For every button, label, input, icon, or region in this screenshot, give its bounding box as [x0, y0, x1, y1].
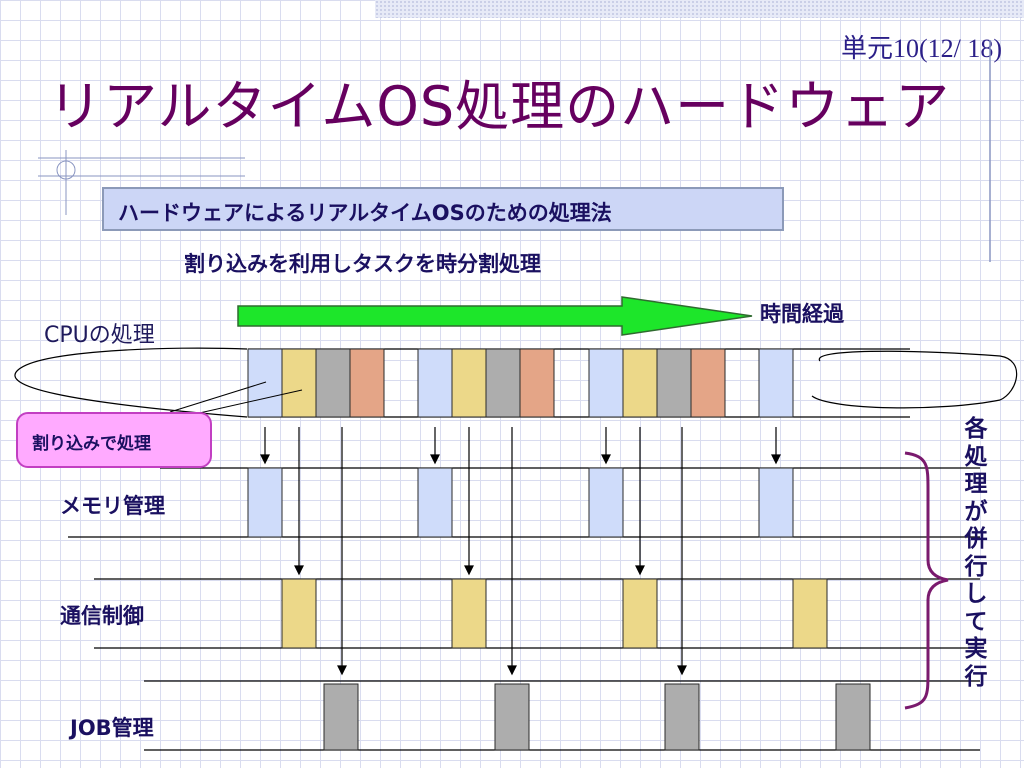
job-block	[494, 683, 530, 751]
cpu-slice-comm	[622, 348, 658, 418]
memory-lane	[68, 467, 980, 538]
arrowhead	[294, 565, 304, 576]
comm-lane	[94, 578, 980, 649]
arrowhead	[771, 454, 781, 465]
arrowhead	[601, 454, 611, 465]
comm-block	[622, 578, 658, 649]
cpu-slice-job	[485, 348, 521, 418]
callout-pointers	[169, 381, 303, 415]
cpu-slice-other	[690, 348, 726, 418]
job-block	[323, 683, 359, 751]
comm-block	[451, 578, 487, 649]
arrowhead	[464, 565, 474, 576]
arrowhead	[430, 454, 440, 465]
arrowhead	[260, 454, 270, 465]
memory-block	[247, 467, 283, 538]
memory-block	[417, 467, 453, 538]
arrowhead	[337, 665, 347, 676]
comm-block	[792, 578, 828, 649]
cpu-wave-left	[14, 347, 248, 418]
description-text: 割り込みを利用しタスクを時分割処理	[184, 252, 541, 276]
memory-block	[588, 467, 624, 538]
top-decorative-band	[375, 0, 1024, 18]
time-arrow	[237, 296, 753, 336]
comm-blocks	[281, 578, 828, 649]
dispatch-arrows	[260, 427, 781, 676]
slide-number: 単元10(12/ 18)	[840, 34, 1002, 63]
cpu-slice-comm	[281, 348, 317, 418]
cpu-label: CPUの処理	[44, 323, 155, 348]
job-blocks	[323, 683, 871, 751]
cpu-slice-memory	[417, 348, 453, 418]
cpu-wave-right	[811, 350, 1018, 409]
slide-title: リアルタイムOS処理のハードウェア	[48, 75, 951, 138]
cpu-slice-job	[315, 348, 351, 418]
cpu-slices	[247, 348, 794, 418]
arrowhead	[507, 665, 517, 676]
cpu-slice-comm	[451, 348, 487, 418]
comm-label: 通信制御	[60, 604, 144, 628]
cpu-slice-job	[656, 348, 692, 418]
job-label: JOB管理	[70, 716, 154, 740]
interrupt-callout: 割り込みで処理	[16, 412, 212, 468]
memory-blocks	[247, 467, 794, 538]
subtitle-text: ハードウェアによるリアルタイムOSのための処理法	[118, 201, 612, 225]
job-block	[664, 683, 700, 751]
comm-block	[281, 578, 317, 649]
cpu-slice-memory	[758, 348, 794, 418]
interrupt-callout-text: 割り込みで処理	[32, 434, 151, 454]
memory-label: メモリ管理	[60, 494, 165, 518]
cpu-slice-other	[349, 348, 385, 418]
arrowhead	[635, 565, 645, 576]
decorative-title-lines	[38, 150, 245, 215]
time-elapsed-label: 時間経過	[760, 302, 844, 326]
parallel-label: 各処理が併行して実行	[964, 416, 988, 690]
job-block	[835, 683, 871, 751]
parallel-brace	[904, 451, 949, 710]
subtitle-box: ハードウェアによるリアルタイムOSのための処理法	[102, 187, 784, 231]
memory-block	[758, 467, 794, 538]
cpu-slice-other	[519, 348, 555, 418]
cpu-slice-memory	[588, 348, 624, 418]
arrowhead	[677, 665, 687, 676]
cpu-slice-memory	[247, 348, 283, 418]
